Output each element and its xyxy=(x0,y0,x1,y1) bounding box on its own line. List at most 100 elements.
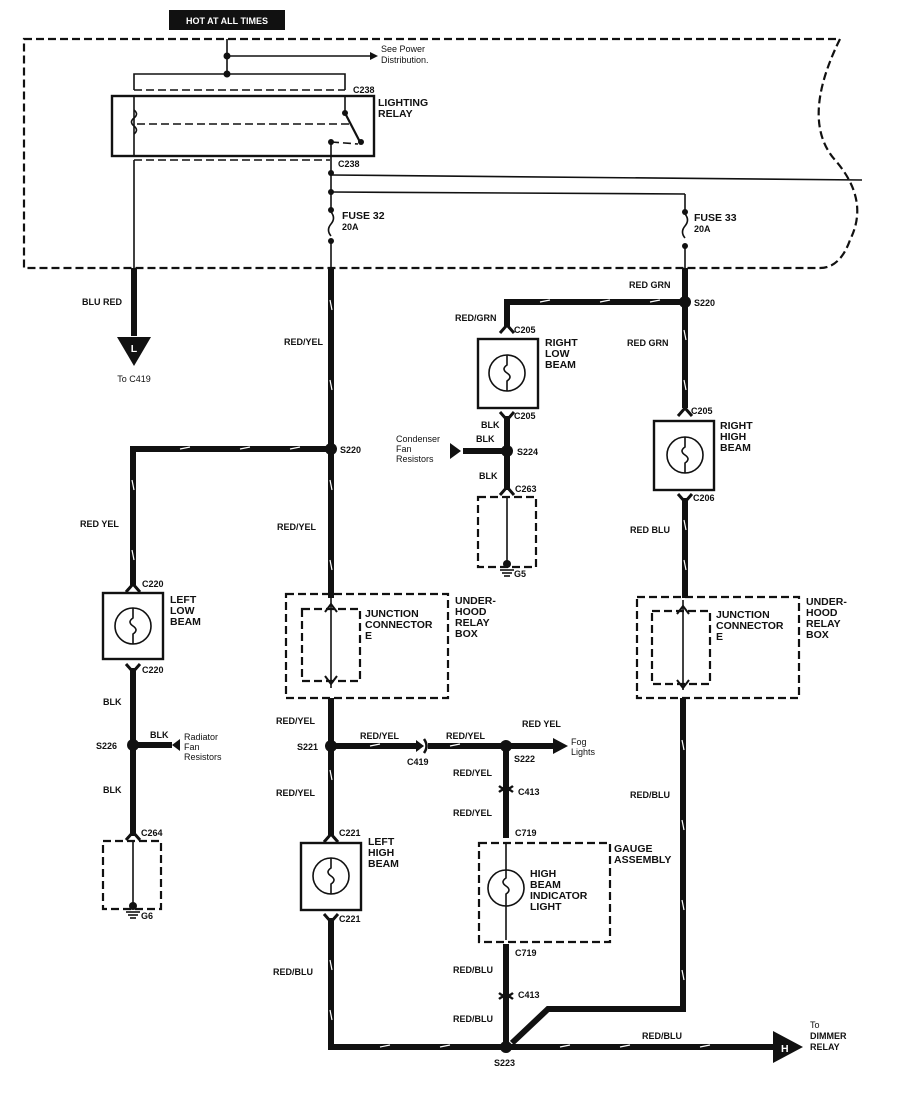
junction-e-left-arrow-bot xyxy=(324,675,338,686)
wire-label-blk-right-2: BLK xyxy=(479,471,498,481)
left-high-label-2: HIGH xyxy=(368,847,394,859)
g6-node xyxy=(129,902,137,910)
arrow-right-icon xyxy=(370,52,378,60)
right-low-filament xyxy=(503,355,511,391)
conn-c205-right: C205 xyxy=(691,406,713,416)
conn-c264-icon xyxy=(124,829,142,841)
underhood-left-label-4: BOX xyxy=(455,628,478,640)
indicator-label-1: HIGH xyxy=(530,868,556,880)
right-low-label-2: LOW xyxy=(545,348,570,360)
conn-c413-bottom-icon xyxy=(498,992,514,1000)
wire-red-blu-right-lower xyxy=(509,698,686,1046)
ground-g5-icon xyxy=(500,569,514,577)
radiator-arrow-icon xyxy=(172,739,180,751)
wire-label-red-grn-1: RED GRN xyxy=(629,280,671,290)
wire-tracer-marks xyxy=(131,299,711,1048)
fuse-33-icon xyxy=(681,213,689,239)
wire-label-blk-left-2: BLK xyxy=(103,785,122,795)
conn-c220-bottom: C220 xyxy=(142,665,164,675)
right-high-label-2: HIGH xyxy=(720,431,746,443)
wire-label-red-blu-5: RED BLU xyxy=(630,525,670,535)
to-c419-label: To C419 xyxy=(117,374,151,384)
hot-at-all-times-banner xyxy=(169,10,285,30)
wire-label-red-blu-4: RED/BLU xyxy=(642,1031,682,1041)
to-dimmer-label-3: RELAY xyxy=(810,1042,840,1052)
conn-c205-bottom: C205 xyxy=(514,411,536,421)
junction-e-left-arrow-top xyxy=(324,602,338,613)
conn-c221-bottom: C221 xyxy=(339,914,361,924)
junction-left-label-1: JUNCTION xyxy=(365,608,419,620)
right-high-beam xyxy=(652,419,716,492)
wire-label-red-yel-3: RED/YEL xyxy=(276,716,316,726)
conn-c238-top: C238 xyxy=(353,85,375,95)
underhood-relay-box-left xyxy=(284,592,450,700)
relay-label-2: RELAY xyxy=(378,108,413,120)
conn-c263-icon xyxy=(498,484,516,496)
conn-c419: C419 xyxy=(407,757,429,767)
junction-right-label-1: JUNCTION xyxy=(716,609,770,621)
relay-contact-link xyxy=(330,141,359,145)
bus-wire-1 xyxy=(330,174,863,181)
wire-label-red-yel-6: RED/YEL xyxy=(446,731,486,741)
wire-label-blk-left-1: BLK xyxy=(103,697,122,707)
junction-left-label-3: E xyxy=(365,630,372,642)
indicator-label-4: LIGHT xyxy=(530,901,562,913)
junction-connector-e-right xyxy=(650,609,712,686)
left-low-label-2: LOW xyxy=(170,605,195,617)
fuse-32-rating: 20A xyxy=(342,222,359,232)
fuse-32-name: FUSE 32 xyxy=(342,210,385,222)
wire-label-red-grn-2: RED/GRN xyxy=(455,313,497,323)
conn-c264: C264 xyxy=(141,828,163,838)
left-high-filament xyxy=(327,858,335,894)
wire-label-red-yel-left: RED YEL xyxy=(80,519,119,529)
ground-g6-label: G6 xyxy=(141,911,153,921)
conn-c221-top-icon xyxy=(322,831,340,843)
fog-label-2: Lights xyxy=(571,747,596,757)
condenser-arrow-icon xyxy=(450,443,461,459)
left-low-filament xyxy=(129,608,137,644)
to-dimmer-label-1: To xyxy=(810,1020,820,1030)
wire-label-blk-condenser: BLK xyxy=(476,434,495,444)
conn-c220-top: C220 xyxy=(142,579,164,589)
to-dimmer-label-2: DIMMER xyxy=(810,1031,847,1041)
wire-label-red-yel-4: RED/YEL xyxy=(276,788,316,798)
see-power-label-2: Distribution. xyxy=(381,55,429,65)
splice-s220-left-label: S220 xyxy=(340,445,361,455)
g5-node xyxy=(503,560,511,568)
conn-c263: C263 xyxy=(515,484,537,494)
left-low-label-3: BEAM xyxy=(170,616,201,628)
connector-h-icon xyxy=(773,1031,803,1063)
underhood-left-label-3: RELAY xyxy=(455,617,490,629)
junction-right-label-3: E xyxy=(716,631,723,643)
splice-s224-label: S224 xyxy=(517,447,538,457)
conn-c719-bottom: C719 xyxy=(515,948,537,958)
wire-label-red-yel-5: RED/YEL xyxy=(360,731,400,741)
wire-label-red-yel-2: RED/YEL xyxy=(277,522,317,532)
wire-label-red-yel-8: RED/YEL xyxy=(453,808,493,818)
wire-label-red-blu-1: RED/BLU xyxy=(453,965,493,975)
underhood-right-label-2: HOOD xyxy=(806,607,838,619)
wire-label-red-yel-7: RED/YEL xyxy=(453,768,493,778)
indicator-filament xyxy=(502,870,510,906)
ground-g5-label: G5 xyxy=(514,569,526,579)
left-high-label-1: LEFT xyxy=(368,836,395,848)
fuse-33-rating: 20A xyxy=(694,224,711,234)
junction-right-label-2: CONNECTOR xyxy=(716,620,784,632)
fuse-32-icon xyxy=(327,211,335,237)
condenser-label-2: Fan xyxy=(396,444,412,454)
splice-s223-label: S223 xyxy=(494,1058,515,1068)
wire-label-red-fog: RED YEL xyxy=(522,719,561,729)
relay-switch-icon xyxy=(344,112,361,143)
indicator-label-2: BEAM xyxy=(530,879,561,891)
splice-s220-right-label: S220 xyxy=(694,298,715,308)
fuse-box-outline xyxy=(22,37,859,270)
connector-l-icon xyxy=(117,337,151,366)
left-low-label-1: LEFT xyxy=(170,594,197,606)
splice-s226-label: S226 xyxy=(96,741,117,751)
wire-label-red-blu-6: RED/BLU xyxy=(630,790,670,800)
radiator-label-2: Fan xyxy=(184,742,200,752)
wire-red-grn-to-low xyxy=(504,299,685,327)
condenser-label-3: Resistors xyxy=(396,454,434,464)
underhood-right-label-1: UNDER- xyxy=(806,596,847,608)
